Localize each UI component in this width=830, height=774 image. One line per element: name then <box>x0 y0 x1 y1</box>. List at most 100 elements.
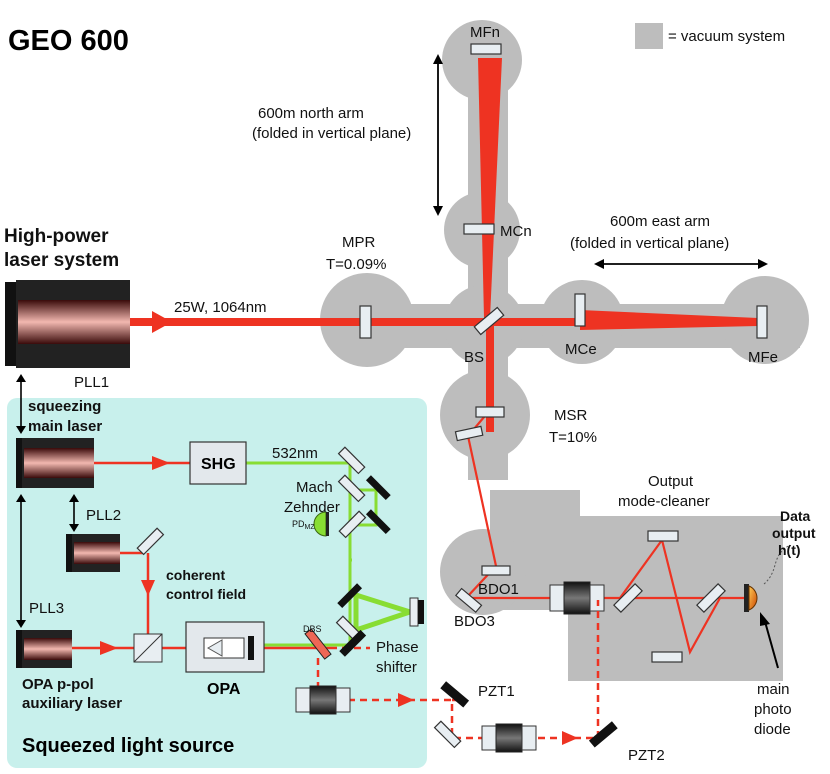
squeezer-isolator-2 <box>481 723 537 753</box>
beam-arrow-main <box>152 311 172 333</box>
beam-power-label: 25W, 1064nm <box>174 299 267 316</box>
main-pd-label-3: diode <box>754 721 791 738</box>
bdo3-label: BDO3 <box>454 613 495 630</box>
east-arm-label-2: (folded in vertical plane) <box>570 235 729 252</box>
mirror-mce <box>574 293 586 327</box>
squeezing-laser-label-1: squeezing <box>28 398 101 415</box>
pll2-label: PLL2 <box>86 507 121 524</box>
data-output-wire <box>763 544 791 585</box>
mpr-label: MPR <box>342 234 376 251</box>
pzt2-mirror <box>588 721 618 748</box>
omc-mirror-bottom <box>651 651 683 663</box>
photo-diode-pointer-head <box>760 612 770 626</box>
north-arm-arrow <box>433 54 443 216</box>
east-arm-label-1: 600m east arm <box>610 213 710 230</box>
mpr-t-label: T=0.09% <box>326 256 386 273</box>
data-output-label-3: h(t) <box>778 542 801 558</box>
main-beams <box>130 58 758 432</box>
mirror-bdo1 <box>481 565 511 576</box>
mz-mirror-2 <box>337 474 366 503</box>
mach-label-1: Mach <box>296 479 333 496</box>
pd-mz <box>313 511 329 537</box>
squeezer-background <box>7 398 427 768</box>
pzt1-label: PZT1 <box>478 683 515 700</box>
bs-label: BS <box>464 349 484 366</box>
omc-mirror-top <box>647 530 679 542</box>
squeezing-main-laser <box>16 438 94 488</box>
bdo1-label: BDO1 <box>478 581 519 598</box>
opa-crystal <box>203 637 245 659</box>
high-power-laser <box>5 280 130 368</box>
mz-mirror-1 <box>337 446 366 475</box>
pll1-label: PLL1 <box>74 374 109 391</box>
mz-mirror-3 <box>365 475 391 501</box>
squeezer-isolator-1 <box>295 685 351 715</box>
arrow-opa-laser <box>100 641 118 655</box>
mcn-label: MCn <box>500 223 532 240</box>
pzt1-mirror <box>440 681 470 708</box>
ccf-label-1: coherent <box>166 567 225 583</box>
squeezer-title: Squeezed light source <box>22 735 234 757</box>
mfe-label: MFe <box>748 349 778 366</box>
mirror-msr-fold <box>454 425 484 442</box>
main-pd-label-1: main <box>757 681 790 698</box>
coherent-control-laser <box>66 534 120 572</box>
phase-shifter-label-1: Phase <box>376 639 419 656</box>
omc-isolator <box>549 581 605 615</box>
omc-label-1: Output <box>648 473 694 490</box>
east-arm-arrow <box>594 259 768 269</box>
data-output-label-2: output <box>772 525 816 541</box>
pzt-lower-mirror <box>433 720 462 749</box>
msr-t-label: T=10% <box>549 429 597 446</box>
wl-532-label: 532nm <box>272 445 318 462</box>
photo-diode-pointer <box>763 617 779 669</box>
mfn-label: MFn <box>470 24 500 41</box>
msr-label: MSR <box>554 407 588 424</box>
mirror-mfe <box>756 305 768 339</box>
opa-crystal-prism <box>206 639 223 657</box>
green-mirror-a <box>337 583 363 609</box>
legend-swatch <box>635 23 663 49</box>
phase-shifter-mirror <box>339 629 367 657</box>
hp-laser-label-2: laser system <box>4 250 119 271</box>
pdmz-label: PDMZ <box>292 519 315 531</box>
ccf-label-2: control field <box>166 586 246 602</box>
mirror-mpr <box>359 305 372 339</box>
mirror-mfn <box>470 43 502 55</box>
mirror-bdo3 <box>454 587 483 614</box>
shg-label: SHG <box>201 456 236 473</box>
omc-label-2: mode-cleaner <box>618 493 710 510</box>
pll-arrows <box>16 374 79 628</box>
mirror-mcn <box>463 223 495 235</box>
phase-shifter-label-2: shifter <box>376 659 417 676</box>
mirror-msr <box>475 406 505 418</box>
mce-label: MCe <box>565 341 597 358</box>
combining-beamsplitter <box>133 633 163 663</box>
arrow-down-ccf <box>141 580 155 596</box>
beam-splitter <box>473 306 505 336</box>
shg-box <box>189 441 247 485</box>
opa-label: OPA <box>207 681 241 698</box>
mz-mirror-5 <box>365 509 391 535</box>
hp-laser-label-1: High-power <box>4 226 109 247</box>
pll3-label: PLL3 <box>29 600 64 617</box>
green-triangle-beam <box>353 591 419 634</box>
mach-label-2: Zehnder <box>284 499 340 516</box>
main-pd-label-2: photo <box>754 701 792 718</box>
legend-label: = vacuum system <box>668 28 785 45</box>
north-arm-label-2: (folded in vertical plane) <box>252 125 411 142</box>
dbs-mirror <box>304 628 332 660</box>
omc-mirror-right <box>696 583 726 613</box>
page-title: GEO 600 <box>8 25 129 57</box>
opa-auxiliary-laser <box>16 630 72 668</box>
arrow-to-pzt2 <box>562 731 578 745</box>
dbs-label: DBS <box>303 624 322 634</box>
opa-output-mirror <box>248 636 254 660</box>
squeezing-laser-label-2: main laser <box>28 418 102 435</box>
mz-mirror-4 <box>338 510 367 539</box>
green-end-mirror <box>409 597 424 627</box>
ccf-steering-mirror <box>136 527 165 556</box>
opa-laser-label-1: OPA p-pol <box>22 676 94 693</box>
data-output-label-1: Data <box>780 508 811 524</box>
